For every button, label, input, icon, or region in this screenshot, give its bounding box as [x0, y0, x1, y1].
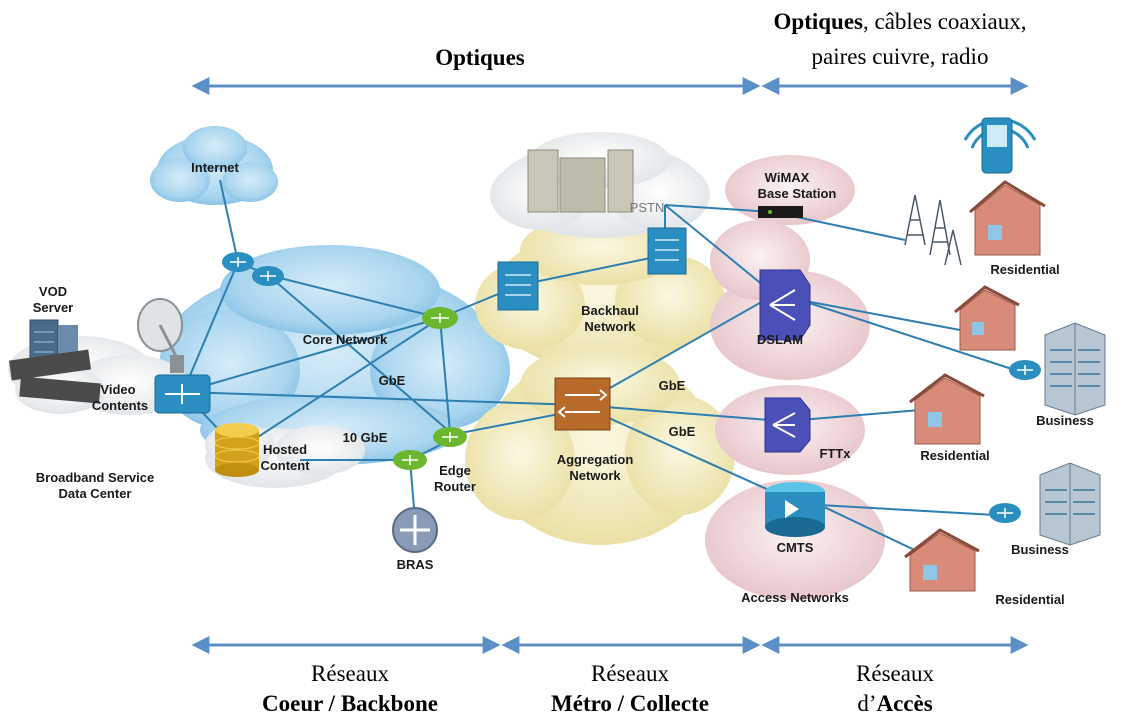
aggregation-label-1: Aggregation [556, 452, 634, 467]
residential-label-1: Residential [990, 262, 1060, 277]
backhaul-label-1: Backhaul [581, 303, 639, 318]
top-span-label-access: Optiques, câbles coaxiaux, [735, 8, 1065, 35]
house-icon-residential-1 [969, 180, 1046, 256]
footer-core-line1: Réseaux [311, 661, 389, 686]
edge-router-label-1: Edge [439, 463, 471, 478]
cmts-label: CMTS [776, 540, 814, 555]
fttx-icon [764, 397, 811, 453]
bras-icon [392, 507, 438, 553]
top-span-label-access-rest: , câbles coaxiaux, [863, 9, 1027, 34]
backhaul-switch-icon [497, 261, 539, 311]
residential-label-2: Residential [920, 448, 990, 463]
mobile-phone-icon [963, 117, 1037, 174]
core-router-icon [422, 307, 458, 329]
footer-core-line2: Coeur / Backbone [262, 691, 438, 716]
top-span-label-access-line2: paires cuivre, radio [811, 44, 989, 69]
backhaul-label-2: Network [584, 319, 636, 334]
pstn-switch-icon [527, 149, 634, 213]
footer-access-prefix: d’ [857, 691, 877, 716]
vod-label-2: Server [32, 300, 74, 315]
business-router-icon [989, 503, 1021, 523]
residential-label-3: Residential [995, 592, 1065, 607]
dslam-label: DSLAM [756, 332, 804, 347]
house-icon-residential-4 [904, 528, 980, 592]
link-label-gbe-dslam: GbE [658, 378, 686, 393]
fttx-label: FTTx [819, 446, 851, 461]
link-label-gbe-core: GbE [378, 373, 406, 388]
database-icon [214, 423, 260, 477]
edge-router-icon [393, 450, 427, 470]
wimax-base-station-icon [758, 206, 803, 218]
hosted-label-1: Hosted [262, 442, 308, 457]
internet-cloud [150, 126, 278, 205]
top-span-label-optiques: Optiques [435, 45, 525, 70]
router-icon [252, 266, 284, 286]
dslam-icon [759, 269, 811, 341]
house-icon-residential-3 [909, 373, 985, 445]
business-label-1: Business [1036, 413, 1094, 428]
cell-tower-icon [904, 194, 962, 266]
footer-metro-line1: Réseaux [591, 661, 669, 686]
top-span-label-access-bold: Optiques [773, 9, 863, 34]
video-switch-icon [154, 374, 211, 414]
pstn-label: PSTN [629, 200, 665, 215]
office-building-icon [1039, 462, 1101, 546]
edge-router-label-2: Router [434, 479, 476, 494]
backhaul-switch-icon [647, 227, 687, 275]
business-router-icon [1009, 360, 1041, 380]
access-networks-label: Access Networks [741, 590, 849, 605]
vod-label-1: VOD [38, 284, 68, 299]
hosted-label-2: Content [260, 458, 310, 473]
office-building-icon [1044, 322, 1106, 416]
internet-label: Internet [191, 160, 239, 175]
house-icon-residential-2 [954, 285, 1020, 351]
footer-access-bold: Accès [876, 691, 933, 716]
video-label-1: Video [100, 382, 136, 397]
business-label-2: Business [1011, 542, 1069, 557]
film-strip-icon [8, 349, 101, 404]
aggregation-switch-icon [554, 377, 611, 431]
wimax-label-1: WiMAX [764, 170, 810, 185]
footer-access-line1: Réseaux [856, 661, 934, 686]
edge-router-icon [433, 427, 467, 447]
wimax-label-2: Base Station [757, 186, 837, 201]
footer-access-line2: d’Accès [795, 690, 995, 717]
cmts-icon [765, 482, 825, 537]
footer-metro-line2: Métro / Collecte [551, 691, 709, 716]
datacenter-label-1: Broadband Service [35, 470, 155, 485]
core-network-label: Core Network [302, 332, 388, 347]
datacenter-label-2: Data Center [58, 486, 132, 501]
link-label-10gbe: 10 GbE [342, 430, 388, 445]
video-label-2: Contents [91, 398, 149, 413]
router-icon [222, 252, 254, 272]
aggregation-label-2: Network [569, 468, 621, 483]
bras-label: BRAS [396, 557, 434, 572]
link-label-gbe-fttx: GbE [668, 424, 696, 439]
satellite-dish-icon [137, 298, 184, 373]
